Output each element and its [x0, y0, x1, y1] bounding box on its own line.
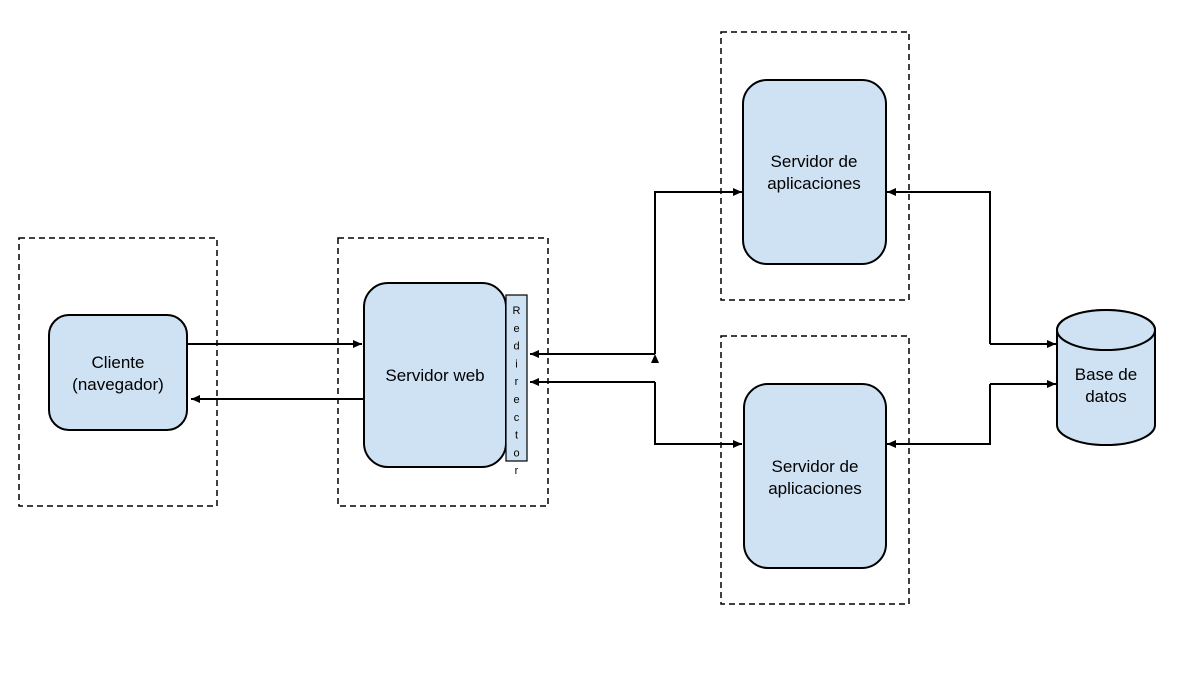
- app-server-2-container: [720, 335, 910, 605]
- web-server-label: Servidor web: [385, 366, 484, 385]
- client-node: [48, 314, 188, 431]
- client-label-line2: (navegador): [72, 375, 164, 394]
- redirector-node: [505, 294, 528, 462]
- app-server-2-label-line1: Servidor de: [772, 457, 859, 476]
- client-label-line1: Cliente: [92, 353, 145, 372]
- database-label-line1: Base de: [1075, 365, 1137, 384]
- app-server-1-container: [720, 31, 910, 301]
- app1-db-connector: [887, 188, 991, 344]
- app-server-2-label-line2: aplicaciones: [768, 479, 862, 498]
- client-container: [18, 237, 218, 507]
- app-server-2-node: [743, 383, 887, 569]
- web-server-container: [337, 237, 549, 507]
- web-app2-connector: [654, 382, 742, 448]
- database-node: [1056, 309, 1156, 446]
- app-server-1-label-line1: Servidor de: [771, 152, 858, 171]
- app-server-1-node: [742, 79, 887, 265]
- database-label-line2: datos: [1085, 387, 1127, 406]
- app-server-1-label-line2: aplicaciones: [767, 174, 861, 193]
- web-app1-connector: [651, 188, 742, 363]
- app2-db-connector: [887, 384, 991, 448]
